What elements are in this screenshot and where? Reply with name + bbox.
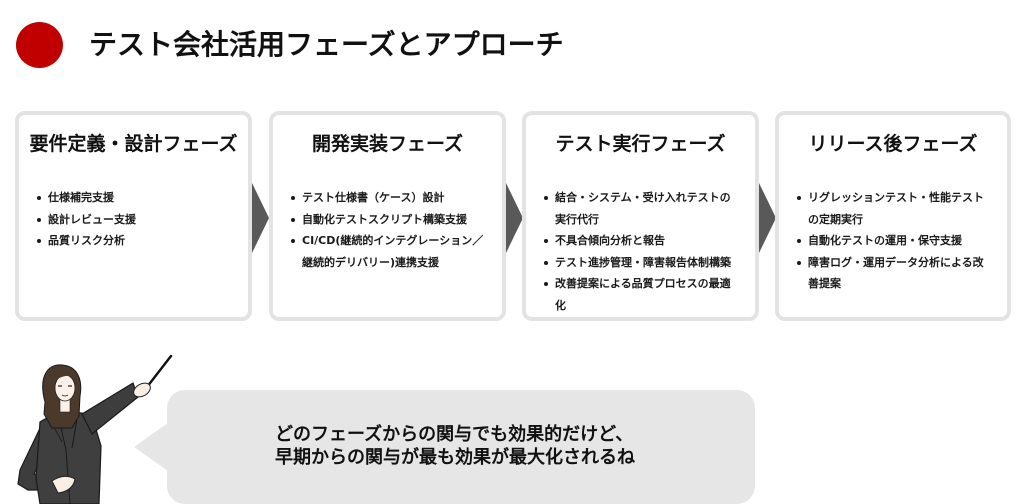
bullet-icon [544,282,548,286]
phase-card-post-release: リリース後フェーズ リグレッションテスト・性能テストの定期実行 自動化テストの運… [775,111,1011,321]
phase-item-list: 仕様補完支援 設計レビュー支援 品質リスク分析 [19,187,248,252]
phase-card-test-execution: テスト実行フェーズ 結合・システム・受け入れテストの実行代行 不具合傾向分析と報… [522,111,759,321]
speech-bubble-tail [134,423,168,471]
phase-title: 開発実装フェーズ [311,133,464,155]
phase-item-list: テスト仕様書（ケース）設計 自動化テストスクリプト構築支援 CI/CD(継続的イ… [273,187,502,273]
phase-title: テスト実行フェーズ [555,133,726,155]
bullet-icon [37,196,41,200]
bullet-icon [37,217,41,222]
arrow-right-icon [506,183,523,253]
list-item-text: 改善提案による品質プロセスの最適化 [555,277,731,312]
businesswoman-with-pointer-icon [17,354,173,504]
bullet-icon [544,239,548,243]
phase-item-list: リグレッションテスト・性能テストの定期実行 自動化テストの運用・保守支援 障害ロ… [779,187,1007,295]
list-item-text: テスト仕様書（ケース）設計 [302,191,445,204]
arrow-right-icon [759,183,776,253]
page-title: テスト会社活用フェーズとアプローチ [89,28,564,61]
list-item-text: 自動化テストスクリプト構築支援 [302,212,467,226]
bullet-icon [797,239,801,243]
list-item: 自動化テストスクリプト構築支援 [273,209,502,231]
list-item-text: 自動化テストの運用・保守支援 [808,234,962,247]
bullet-icon [544,196,548,200]
phase-title: リリース後フェーズ [808,133,978,155]
bullet-icon [797,196,801,200]
list-item-text: 不具合傾向分析と報告 [555,234,665,247]
list-item: テスト進捗管理・障害報告体制構築 [526,252,755,274]
list-item: 不具合傾向分析と報告 [526,230,755,252]
list-item-text: 設計レビュー支援 [48,212,136,226]
speech-line-2: 早期からの関与が最も効果が最大化されるね [275,447,635,468]
list-item: リグレッションテスト・性能テストの定期実行 [779,187,1007,230]
bullet-icon [291,196,295,200]
bullet-icon [797,260,801,265]
arrow-right-icon [252,183,269,253]
phase-title: 要件定義・設計フェーズ [29,133,238,155]
speech-line-1: どのフェーズからの関与でも効果的だけど、 [275,424,634,445]
list-item: 改善提案による品質プロセスの最適化 [526,273,755,316]
list-item: 障害ログ・運用データ分析による改善提案 [779,252,1007,295]
red-circle-icon [16,22,63,68]
bullet-icon [291,217,295,222]
list-item-text: テスト進捗管理・障害報告体制構築 [555,255,731,269]
list-item: テスト仕様書（ケース）設計 [273,187,502,209]
bullet-icon [37,239,41,243]
phase-item-list: 結合・システム・受け入れテストの実行代行 不具合傾向分析と報告 テスト進捗管理・… [526,187,755,316]
list-item: 仕様補完支援 [19,187,248,209]
list-item-text: 障害ログ・運用データ分析による改善提案 [808,255,984,291]
list-item: CI/CD(継続的インテグレーション／継続的デリバリー)連携支援 [273,230,502,273]
list-item-text: 結合・システム・受け入れテストの実行代行 [555,191,731,226]
bullet-icon [544,260,548,265]
phase-card-development: 開発実装フェーズ テスト仕様書（ケース）設計 自動化テストスクリプト構築支援 C… [269,111,506,321]
list-item-text: 品質リスク分析 [48,234,125,247]
speech-bubble-text: どのフェーズからの関与でも効果的だけど、 早期からの関与が最も効果が最大化される… [275,423,635,469]
speech-bubble: どのフェーズからの関与でも効果的だけど、 早期からの関与が最も効果が最大化される… [167,390,755,504]
list-item: 結合・システム・受け入れテストの実行代行 [526,187,755,230]
list-item: 品質リスク分析 [19,230,248,252]
list-item: 自動化テストの運用・保守支援 [779,230,1007,252]
list-item: 設計レビュー支援 [19,209,248,231]
list-item-text: リグレッションテスト・性能テストの定期実行 [808,191,984,226]
bullet-icon [291,239,295,243]
list-item-text: 仕様補完支援 [48,191,114,204]
phase-card-requirements-design: 要件定義・設計フェーズ 仕様補完支援 設計レビュー支援 品質リスク分析 [15,111,252,321]
list-item-text: CI/CD(継続的インテグレーション／継続的デリバリー)連携支援 [302,234,484,269]
